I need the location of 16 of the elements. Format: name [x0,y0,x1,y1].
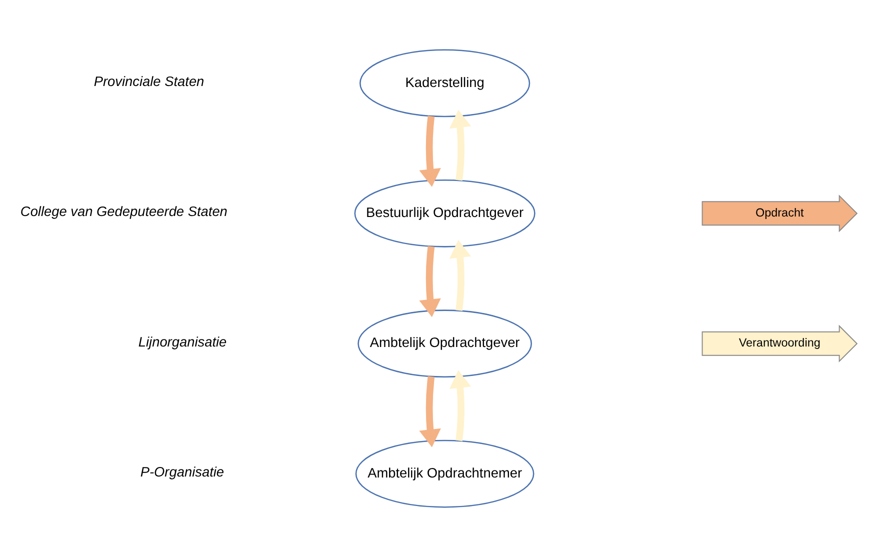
arrow [449,110,472,181]
legend-label: Opdracht [755,206,804,220]
node-ellipse: Kaderstelling [360,49,530,118]
label: College van Gedeputeerde Staten [20,204,228,220]
legend-label: Verantwoording [738,336,820,350]
arrow [449,240,472,311]
node-ellipse: Ambtelijk Opdrachtnemer [355,440,534,508]
label: Provinciale Staten [94,74,204,89]
arrow [419,116,441,187]
label: P-Organisatie [140,464,224,480]
label: Lijnorganisatie [138,334,227,350]
arrow [419,376,441,448]
node-ellipse: Bestuurlijk Opdrachtgever [354,179,536,248]
node-ellipse: Ambtelijk Opdrachtgever [358,310,532,378]
arrow [419,246,441,318]
arrow [449,370,472,442]
